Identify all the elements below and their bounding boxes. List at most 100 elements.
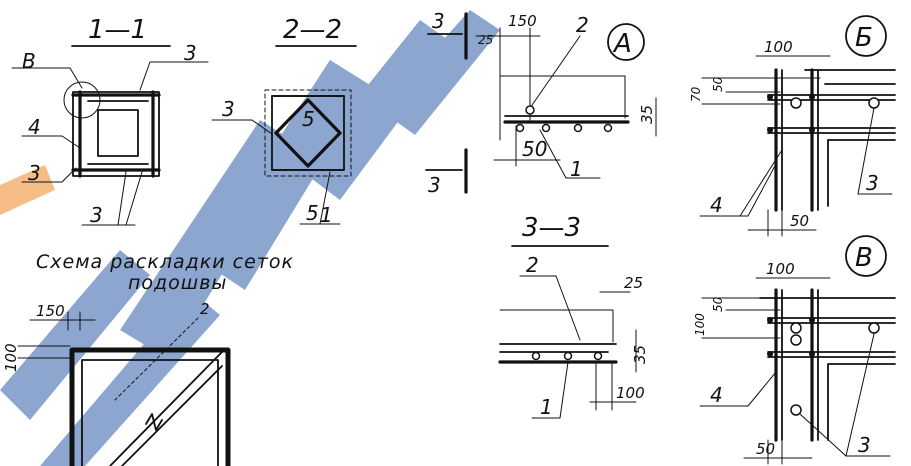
mesh-dim-100: 100 <box>2 343 20 372</box>
detail-b-dim-70: 70 <box>689 86 703 102</box>
leader-2-2-3-tip <box>251 119 273 135</box>
detail-v-node-1 <box>767 317 773 323</box>
detail-b: Б 100 70 50 4 3 50 <box>689 15 896 237</box>
section-3-3-dim-100: 100 <box>616 384 645 402</box>
leader-3-bottom-tip-b <box>125 171 143 226</box>
detail-v: В 100 50 100 4 3 50 <box>693 235 896 465</box>
detail-b-leader-4-c <box>739 149 783 217</box>
mesh-outline <box>69 347 231 466</box>
schema-title: Схема раскладки сеток подошвы <box>36 251 294 294</box>
detail-v-node-4 <box>809 351 815 357</box>
section-3-3-dim-25: 25 <box>624 274 643 292</box>
detail-b-bar-ring-1 <box>790 97 802 109</box>
section-2-2-label-5: 5 <box>302 107 315 131</box>
detail-v-leader-3-b <box>799 413 847 457</box>
watermark-stroke-3 <box>300 20 455 200</box>
detail-b-leader-3-b <box>857 107 875 195</box>
mesh-leader-2 <box>114 317 199 401</box>
detail-b-callout <box>845 15 887 57</box>
detail-a-label-1: 1 <box>570 157 583 181</box>
watermark-stroke-6 <box>40 290 220 466</box>
cut-3-top-label: 3 <box>432 9 445 33</box>
detail-b-node-3 <box>809 94 815 100</box>
watermark <box>0 10 500 466</box>
section-1-1: 1—1 <box>63 15 171 178</box>
section-3-3-leader-1-b <box>559 361 569 419</box>
section-2-2-title: 2—2 <box>283 15 342 45</box>
detail-v-dim-100: 100 <box>766 260 795 278</box>
detail-v-node-3 <box>809 317 815 323</box>
section-1-1-label-v: В <box>22 49 36 73</box>
section-3-3-bar-1 <box>531 351 541 361</box>
detail-v-label-3: 3 <box>858 433 871 457</box>
detail-v-dim-50-bottom: 50 <box>756 440 775 458</box>
mesh-dim-150: 150 <box>36 302 65 320</box>
section-2-2-outer <box>264 89 352 177</box>
detail-a-bar-5 <box>515 123 525 133</box>
detail-v-leader-3-c <box>845 333 875 457</box>
detail-b-node-4 <box>809 127 815 133</box>
leader-3-top-tip <box>139 61 151 91</box>
section-1-1-label-4: 4 <box>28 115 41 139</box>
detail-b-node-2 <box>767 127 773 133</box>
schema-title-line1: Схема раскладки сеток <box>36 251 294 273</box>
detail-b-label-4: 4 <box>710 193 723 217</box>
leader-3-left-tip <box>61 167 77 183</box>
section-1-1-leaders: В 3 4 3 3 <box>11 41 209 227</box>
detail-a: А 150 25 2 35 50 1 <box>475 12 657 181</box>
section-3-3-leader-2-b <box>555 275 581 341</box>
section-1-1-outer <box>72 91 160 177</box>
detail-v-node-2 <box>767 351 773 357</box>
section-2-2-diamond <box>274 98 342 168</box>
detail-v-bar-ring-2 <box>790 334 802 346</box>
section-1-1-label-3-top: 3 <box>184 41 197 65</box>
watermark-stroke-2 <box>200 60 370 290</box>
watermark-stroke-5 <box>0 250 150 420</box>
section-2-2-label-3: 3 <box>222 97 235 121</box>
sole-mesh-layout: 150 2 100 <box>2 300 231 466</box>
leader-4-tip <box>61 135 81 149</box>
cut-marker-3: 3 3 <box>425 9 468 197</box>
mesh-break <box>145 413 163 431</box>
section-3-3-wall <box>499 309 614 343</box>
detail-b-bar-ring-2 <box>868 97 880 109</box>
detail-v-bar-ring-1 <box>790 322 802 334</box>
detail-a-callout <box>607 23 645 61</box>
detail-a-bar-4 <box>603 123 613 133</box>
detail-v-leader-4-b <box>747 371 777 407</box>
section-1-1-column <box>97 109 139 157</box>
detail-a-bar-2 <box>541 123 551 133</box>
detail-a-dim-35: 35 <box>638 105 656 124</box>
mesh-diagonal-a <box>109 351 223 466</box>
section-3-3-dim-35: 35 <box>631 345 649 364</box>
cut-3-bottom-label: 3 <box>428 173 441 197</box>
detail-v-label: В <box>855 243 873 273</box>
section-1-1-label-3-bottom: 3 <box>90 203 103 227</box>
detail-b-dim-50-bottom: 50 <box>790 212 809 230</box>
mesh-diagonal-b <box>121 365 223 466</box>
detail-v-dim-50: 50 <box>711 296 725 312</box>
detail-a-leader-2 <box>529 35 581 109</box>
detail-a-bar-3 <box>573 123 583 133</box>
detail-v-corner <box>827 363 896 441</box>
leader-3-bottom-tip-a <box>117 171 127 226</box>
detail-b-leader-4-b <box>747 163 777 217</box>
schema-title-line2: подошвы <box>128 272 227 294</box>
section-2-2: 2—2 5 <box>264 15 357 177</box>
section-3-3-bar-2 <box>563 351 573 361</box>
leader-2-2-5-tip <box>319 171 331 225</box>
watermark-accent <box>0 165 55 215</box>
watermark-stroke-4 <box>380 10 500 135</box>
detail-b-label-3: 3 <box>866 171 879 195</box>
section-1-1-detail-ring <box>63 81 101 119</box>
detail-b-dim-100: 100 <box>764 38 793 56</box>
detail-v-bar-ring-4 <box>790 404 802 416</box>
section-1-1-label-3-left: 3 <box>28 161 41 185</box>
section-3-3-title: 3—3 <box>522 213 581 243</box>
detail-v-bar-ring-3 <box>868 322 880 334</box>
detail-a-leader-1 <box>539 129 567 179</box>
section-2-2-label-5-bottom: 5 <box>306 201 319 225</box>
detail-v-label-4: 4 <box>710 383 723 407</box>
detail-b-dim-50: 50 <box>711 76 725 92</box>
